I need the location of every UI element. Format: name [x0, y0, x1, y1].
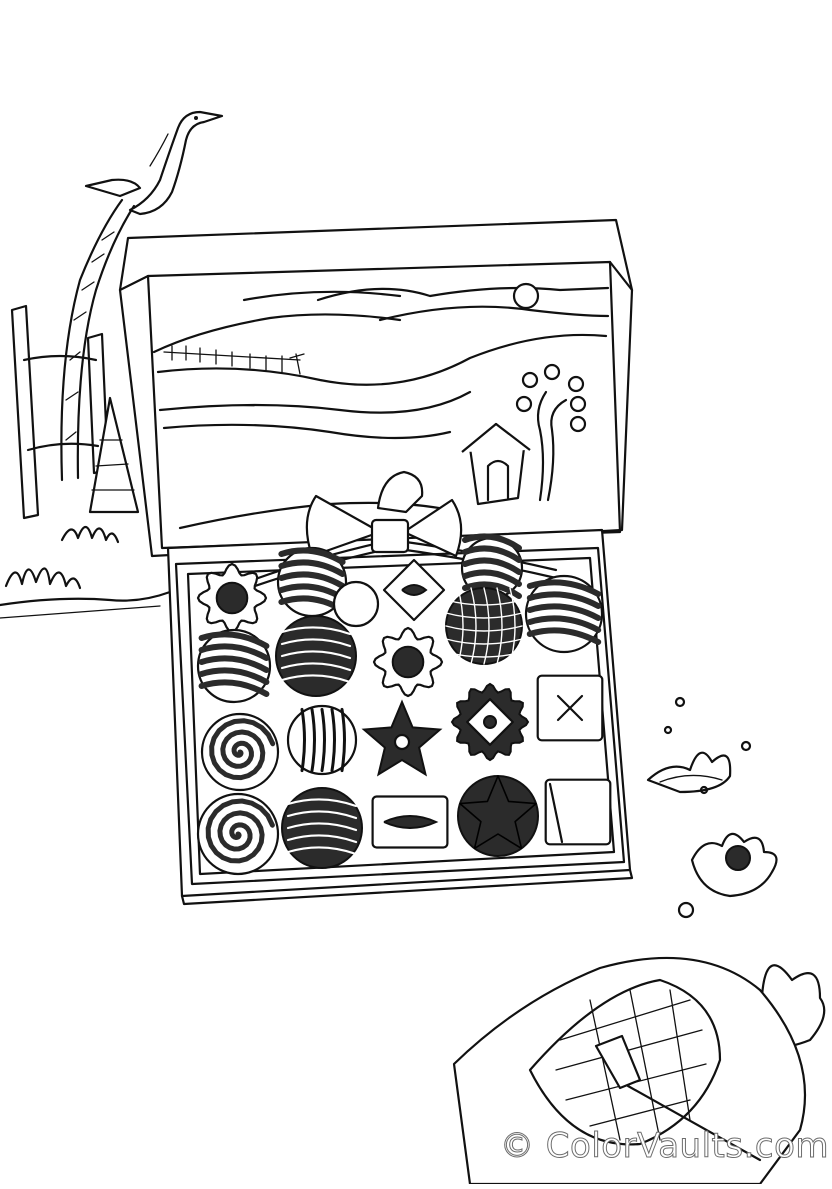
ground-line	[0, 590, 172, 607]
chocolate-piece	[544, 778, 612, 846]
chocolate-piece	[196, 562, 268, 634]
chocolate-piece	[196, 628, 272, 704]
chocolate-piece	[524, 574, 604, 654]
chocolate-piece	[372, 626, 444, 698]
lotus-flower-small	[646, 751, 732, 794]
lotus-flower-medium	[690, 832, 778, 898]
chocolate-piece	[196, 792, 280, 876]
chocolate-piece	[332, 580, 380, 628]
chocolate-piece	[445, 587, 523, 665]
chocolate-piece	[371, 795, 449, 849]
chocolate-piece	[281, 787, 363, 869]
chocolate-piece	[361, 699, 443, 777]
watermark-text: © ColorVaults.com	[500, 1126, 830, 1167]
chocolate-piece	[460, 533, 524, 600]
chocolate-grid	[196, 533, 612, 876]
chocolate-piece	[286, 704, 358, 776]
ribbon-bow	[214, 470, 558, 602]
chocolate-piece	[275, 615, 357, 697]
lid-scene	[152, 282, 610, 530]
grass-tufts	[4, 525, 120, 590]
chocolate-piece	[382, 558, 446, 622]
chocolate-piece	[450, 682, 530, 762]
bird	[84, 110, 224, 216]
bubbles	[663, 696, 752, 919]
chocolate-piece	[200, 712, 280, 792]
tall-tree	[60, 198, 136, 482]
chocolate-piece	[457, 775, 539, 857]
chocolate-piece	[536, 674, 604, 742]
chocolate-piece	[276, 546, 348, 618]
pine-tree	[88, 396, 140, 514]
waffle-plate	[452, 956, 807, 1184]
